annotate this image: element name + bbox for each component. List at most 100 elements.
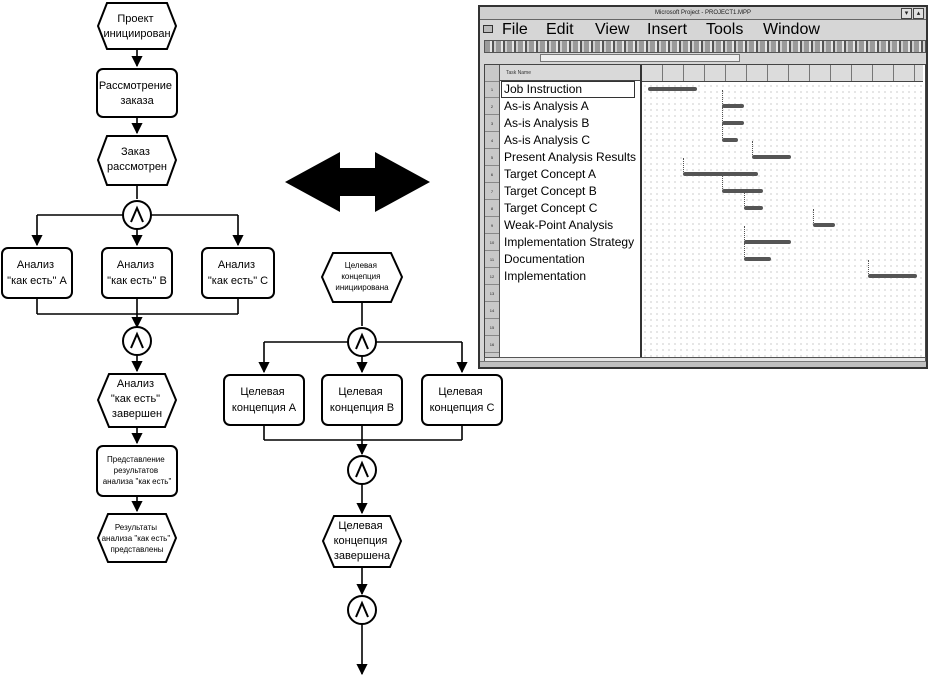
event-target-concept-done: Целевая концепция завершена [321, 515, 403, 568]
menu-insert[interactable]: Insert [647, 21, 688, 38]
system-menu-icon[interactable] [483, 25, 493, 33]
dependency-link [721, 107, 723, 121]
and-connector-bottom [347, 595, 377, 625]
row-number[interactable]: 16 [485, 336, 499, 353]
event-order-reviewed: Заказ рассмотрен [96, 135, 178, 186]
gantt-bar[interactable] [721, 189, 763, 193]
gantt-bar[interactable] [721, 121, 744, 125]
gantt-bar[interactable] [647, 87, 697, 91]
row-number[interactable]: 1 [485, 81, 499, 98]
entry-bar[interactable] [540, 54, 740, 62]
svg-text:Целевая концепция: Целевая концепция завершена [334, 520, 391, 562]
svg-text:Анализ "как есть" В: Анализ "как есть" В [107, 259, 167, 287]
and-join-left [122, 326, 152, 356]
svg-text:Целевая концепция: Целевая концепция инициирована [335, 261, 389, 292]
svg-text:Анализ "как есть": Анализ "как есть" завершен [111, 378, 163, 420]
row-number[interactable]: 7 [485, 183, 499, 200]
function-target-concept-a: Целевая концепция А [223, 374, 305, 426]
event-target-concept-initiated: Целевая концепция инициирована [320, 252, 404, 303]
window-title-bar: Microsoft Project - PROJECT1.MPP ▾▴ [480, 7, 926, 20]
gantt-table: 1234567891011121314151617 Task Name Job … [484, 64, 926, 364]
task-name-cell[interactable]: As-is Analysis B [504, 116, 590, 130]
dependency-link [721, 175, 723, 189]
gantt-bar[interactable] [812, 223, 835, 227]
gantt-bar[interactable] [721, 104, 744, 108]
task-name-cell[interactable]: Target Concept A [504, 167, 597, 181]
dependency-link [812, 209, 814, 223]
menu-window[interactable]: Window [763, 21, 820, 38]
task-name-cell[interactable]: Target Concept C [504, 201, 598, 215]
row-number[interactable]: 8 [485, 200, 499, 217]
task-name-cell[interactable]: Implementation [504, 269, 587, 283]
timescale [642, 65, 923, 82]
and-join-middle [347, 455, 377, 485]
maximize-icon[interactable]: ▴ [913, 8, 924, 19]
row-number[interactable]: 14 [485, 302, 499, 319]
row-number[interactable]: 9 [485, 217, 499, 234]
task-name-cell[interactable]: Job Instruction [501, 81, 635, 98]
event-asis-analysis-done: Анализ "как есть" завершен [96, 373, 178, 428]
function-asis-analysis-a: Анализ "как есть" А [1, 247, 73, 299]
toolbar[interactable] [484, 40, 926, 53]
task-name-cell[interactable]: As-is Analysis A [504, 99, 589, 113]
dependency-link [683, 158, 685, 172]
svg-text:Целевая концепция А: Целевая концепция А [232, 386, 297, 414]
function-target-concept-c: Целевая концепция С [421, 374, 503, 426]
menu-tools[interactable]: Tools [706, 21, 744, 38]
svg-text:Заказ рассмотрен: Заказ рассмотрен [107, 146, 167, 173]
svg-text:Результаты анализа "как: Результаты анализа "как есть" представле… [102, 523, 173, 554]
menu-file[interactable]: File [502, 21, 528, 38]
task-name-cell[interactable]: Present Analysis Results [504, 150, 637, 164]
gantt-bar[interactable] [752, 155, 791, 159]
minimize-icon[interactable]: ▾ [901, 8, 912, 19]
gantt-bar[interactable] [743, 257, 772, 261]
row-number[interactable]: 6 [485, 166, 499, 183]
task-name-cell[interactable]: Documentation [504, 252, 585, 266]
row-number[interactable]: 2 [485, 98, 499, 115]
row-number[interactable]: 10 [485, 234, 499, 251]
function-present-results: Представление результатов анализа "как е… [96, 445, 178, 497]
svg-text:Проект инициирован: Проект инициирован [103, 13, 170, 40]
gantt-chart-area [642, 65, 923, 357]
window-title: Microsoft Project - PROJECT1.MPP [654, 10, 752, 16]
gantt-bar[interactable] [721, 138, 739, 142]
gantt-bar[interactable] [743, 206, 763, 210]
row-number[interactable]: 4 [485, 132, 499, 149]
menu-edit[interactable]: Edit [546, 21, 574, 38]
svg-text:Целевая концепция С: Целевая концепция С [430, 386, 495, 414]
task-name-cell[interactable]: Weak-Point Analysis [504, 218, 614, 232]
function-target-concept-b: Целевая концепция В [321, 374, 403, 426]
row-number[interactable]: 12 [485, 268, 499, 285]
row-number-header [485, 65, 499, 82]
svg-text:Рассмотрение заказа: Рассмотрение заказа [99, 80, 175, 107]
menu-bar: File Edit View Insert Tools Window [480, 19, 926, 39]
dependency-link [867, 260, 869, 274]
row-number[interactable]: 5 [485, 149, 499, 166]
dependency-link [743, 192, 745, 206]
and-split-middle [347, 327, 377, 357]
gantt-bar[interactable] [743, 240, 791, 244]
task-name-cell[interactable]: Target Concept B [504, 184, 597, 198]
event-results-presented: Результаты анализа "как есть" представле… [96, 513, 178, 563]
dependency-link [752, 141, 753, 155]
dependency-link [721, 90, 723, 104]
row-number[interactable]: 13 [485, 285, 499, 302]
gantt-bar[interactable] [867, 274, 917, 278]
task-name-cell[interactable]: Implementation Strategy [504, 235, 635, 249]
menu-view[interactable]: View [595, 21, 630, 38]
row-number[interactable]: 15 [485, 319, 499, 336]
and-split-left [122, 200, 152, 230]
row-number-column: 1234567891011121314151617 [485, 65, 500, 364]
task-name-cell[interactable]: As-is Analysis C [504, 133, 591, 147]
row-number[interactable]: 3 [485, 115, 499, 132]
svg-text:Анализ "как есть" А: Анализ "как есть" А [7, 259, 67, 287]
svg-text:Анализ "как есть" С: Анализ "как есть" С [208, 259, 268, 287]
status-bar [480, 361, 926, 367]
double-arrow-icon [285, 152, 430, 212]
row-number[interactable]: 11 [485, 251, 499, 268]
task-name-header[interactable]: Task Name [500, 65, 640, 81]
gantt-bar[interactable] [683, 172, 758, 176]
dependency-link [743, 226, 745, 240]
